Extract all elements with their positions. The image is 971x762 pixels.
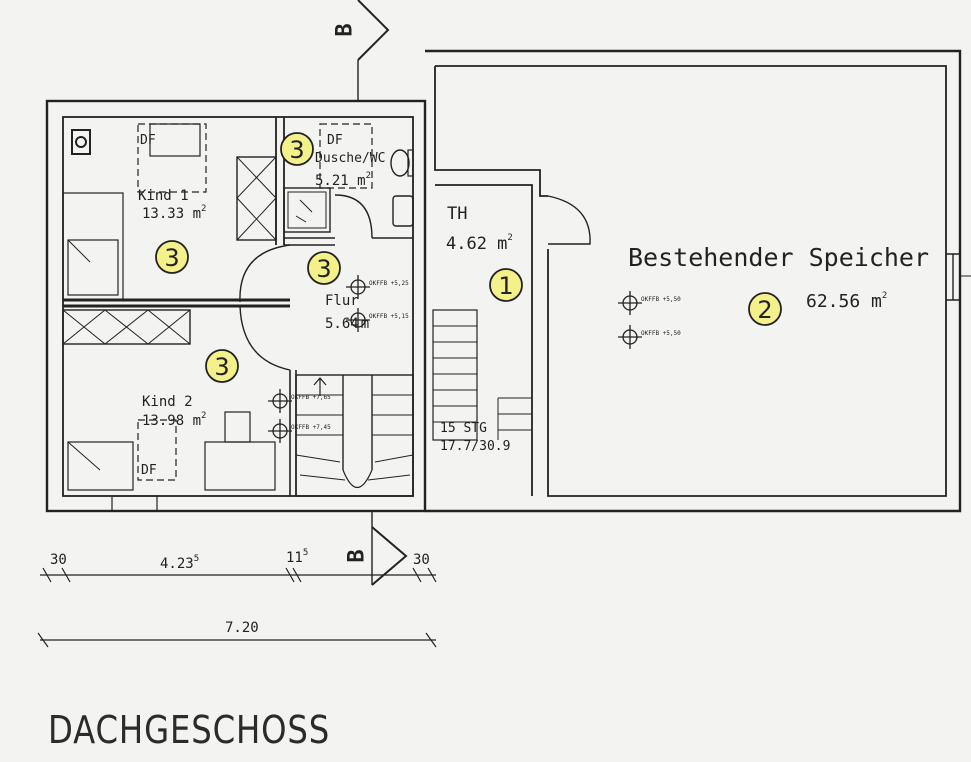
level-mark-kind2-1: OKFFB +7,65 (291, 394, 331, 401)
door-swing (547, 195, 591, 245)
section-marker-bottom: B (345, 526, 408, 586)
speicher-area: 62.56 m2 (806, 291, 887, 312)
house-outer-wall (45, 99, 427, 513)
badge-flur: 3 (307, 251, 341, 285)
svg-text:3: 3 (214, 353, 229, 381)
dimension-423: 4.235 (160, 554, 199, 572)
th-wall (434, 66, 548, 197)
dimension-total: 7.20 (225, 620, 259, 636)
kind2-window-label: DF (141, 463, 157, 478)
kind1-bed-label: DF (140, 133, 156, 148)
badge-th: 1 (489, 268, 523, 302)
badge-kind2: 3 (205, 349, 239, 383)
svg-text:3: 3 (289, 136, 304, 164)
badge-bath: 3 (280, 132, 314, 166)
kind2-area: 13.98 m2 (142, 411, 206, 429)
th-inner-wall (435, 184, 533, 496)
svg-text:3: 3 (164, 244, 179, 272)
plan-title: DACHGESCHOSS (48, 708, 331, 752)
level-mark-speicher-2: OKFFB +5,50 (641, 330, 681, 337)
svg-text:B: B (345, 549, 370, 562)
bath-window-label: DF (327, 133, 343, 148)
stairs-count: 15 STG (440, 421, 487, 436)
svg-text:3: 3 (316, 255, 331, 283)
speicher-inner-wall (435, 65, 947, 497)
th-area: 4.62 m2 (446, 233, 513, 254)
level-mark-kind2-2: OKFFB +7,45 (291, 424, 331, 431)
dimension-11: 115 (286, 548, 308, 566)
th-name: TH (447, 204, 467, 224)
badge-kind1: 3 (155, 240, 189, 274)
kind1-name: Kind 1 (138, 188, 189, 204)
svg-text:2: 2 (757, 296, 772, 324)
dimension-30-left: 30 (50, 552, 67, 568)
flur-name: Flur (325, 293, 359, 309)
bath-name: Dusche/WC (315, 151, 385, 166)
level-mark-flur-1: OKFFB +5,25 (369, 280, 409, 287)
svg-text:1: 1 (498, 272, 513, 300)
stairs-ratio: 17.7/30.9 (440, 439, 510, 454)
kind2-name: Kind 2 (142, 394, 193, 410)
svg-text:B: B (333, 23, 358, 36)
section-marker-top: B (333, 0, 390, 61)
speicher-name: Bestehender Speicher (628, 243, 929, 272)
level-mark-flur-2: OKFFB +5,15 (369, 313, 409, 320)
level-mark-speicher-1: OKFFB +5,50 (641, 296, 681, 303)
kind1-area: 13.33 m2 (142, 204, 206, 222)
dimension-30-right: 30 (413, 552, 430, 568)
badge-speicher: 2 (748, 292, 782, 326)
bath-area: 5.21 m2 (315, 171, 371, 189)
speicher-outer-wall (425, 49, 962, 513)
